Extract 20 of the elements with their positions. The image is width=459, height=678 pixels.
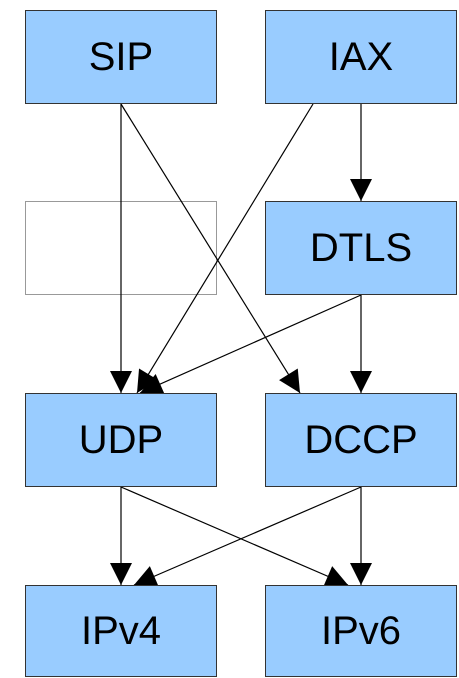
process-box: [265, 201, 457, 295]
arrow: [110, 487, 132, 585]
arrow: [350, 104, 372, 201]
box-label: IPv4: [80, 608, 162, 654]
arrow: [350, 295, 372, 393]
process-box: [25, 10, 217, 104]
arrow: [140, 294, 362, 394]
process-box: [265, 393, 457, 487]
process-box: [265, 585, 457, 677]
process-box: [25, 393, 217, 487]
box-label: DTLS: [310, 226, 412, 270]
process-box: [25, 585, 217, 677]
box-label: IAX: [328, 34, 394, 80]
box-label: SIP: [88, 34, 154, 80]
box-label: DCCP: [304, 418, 418, 462]
box-label: IPv6: [320, 608, 402, 654]
process-box: [265, 10, 457, 104]
box-label: UDP: [78, 418, 164, 462]
arrow: [350, 487, 372, 585]
arrow: [110, 104, 132, 393]
